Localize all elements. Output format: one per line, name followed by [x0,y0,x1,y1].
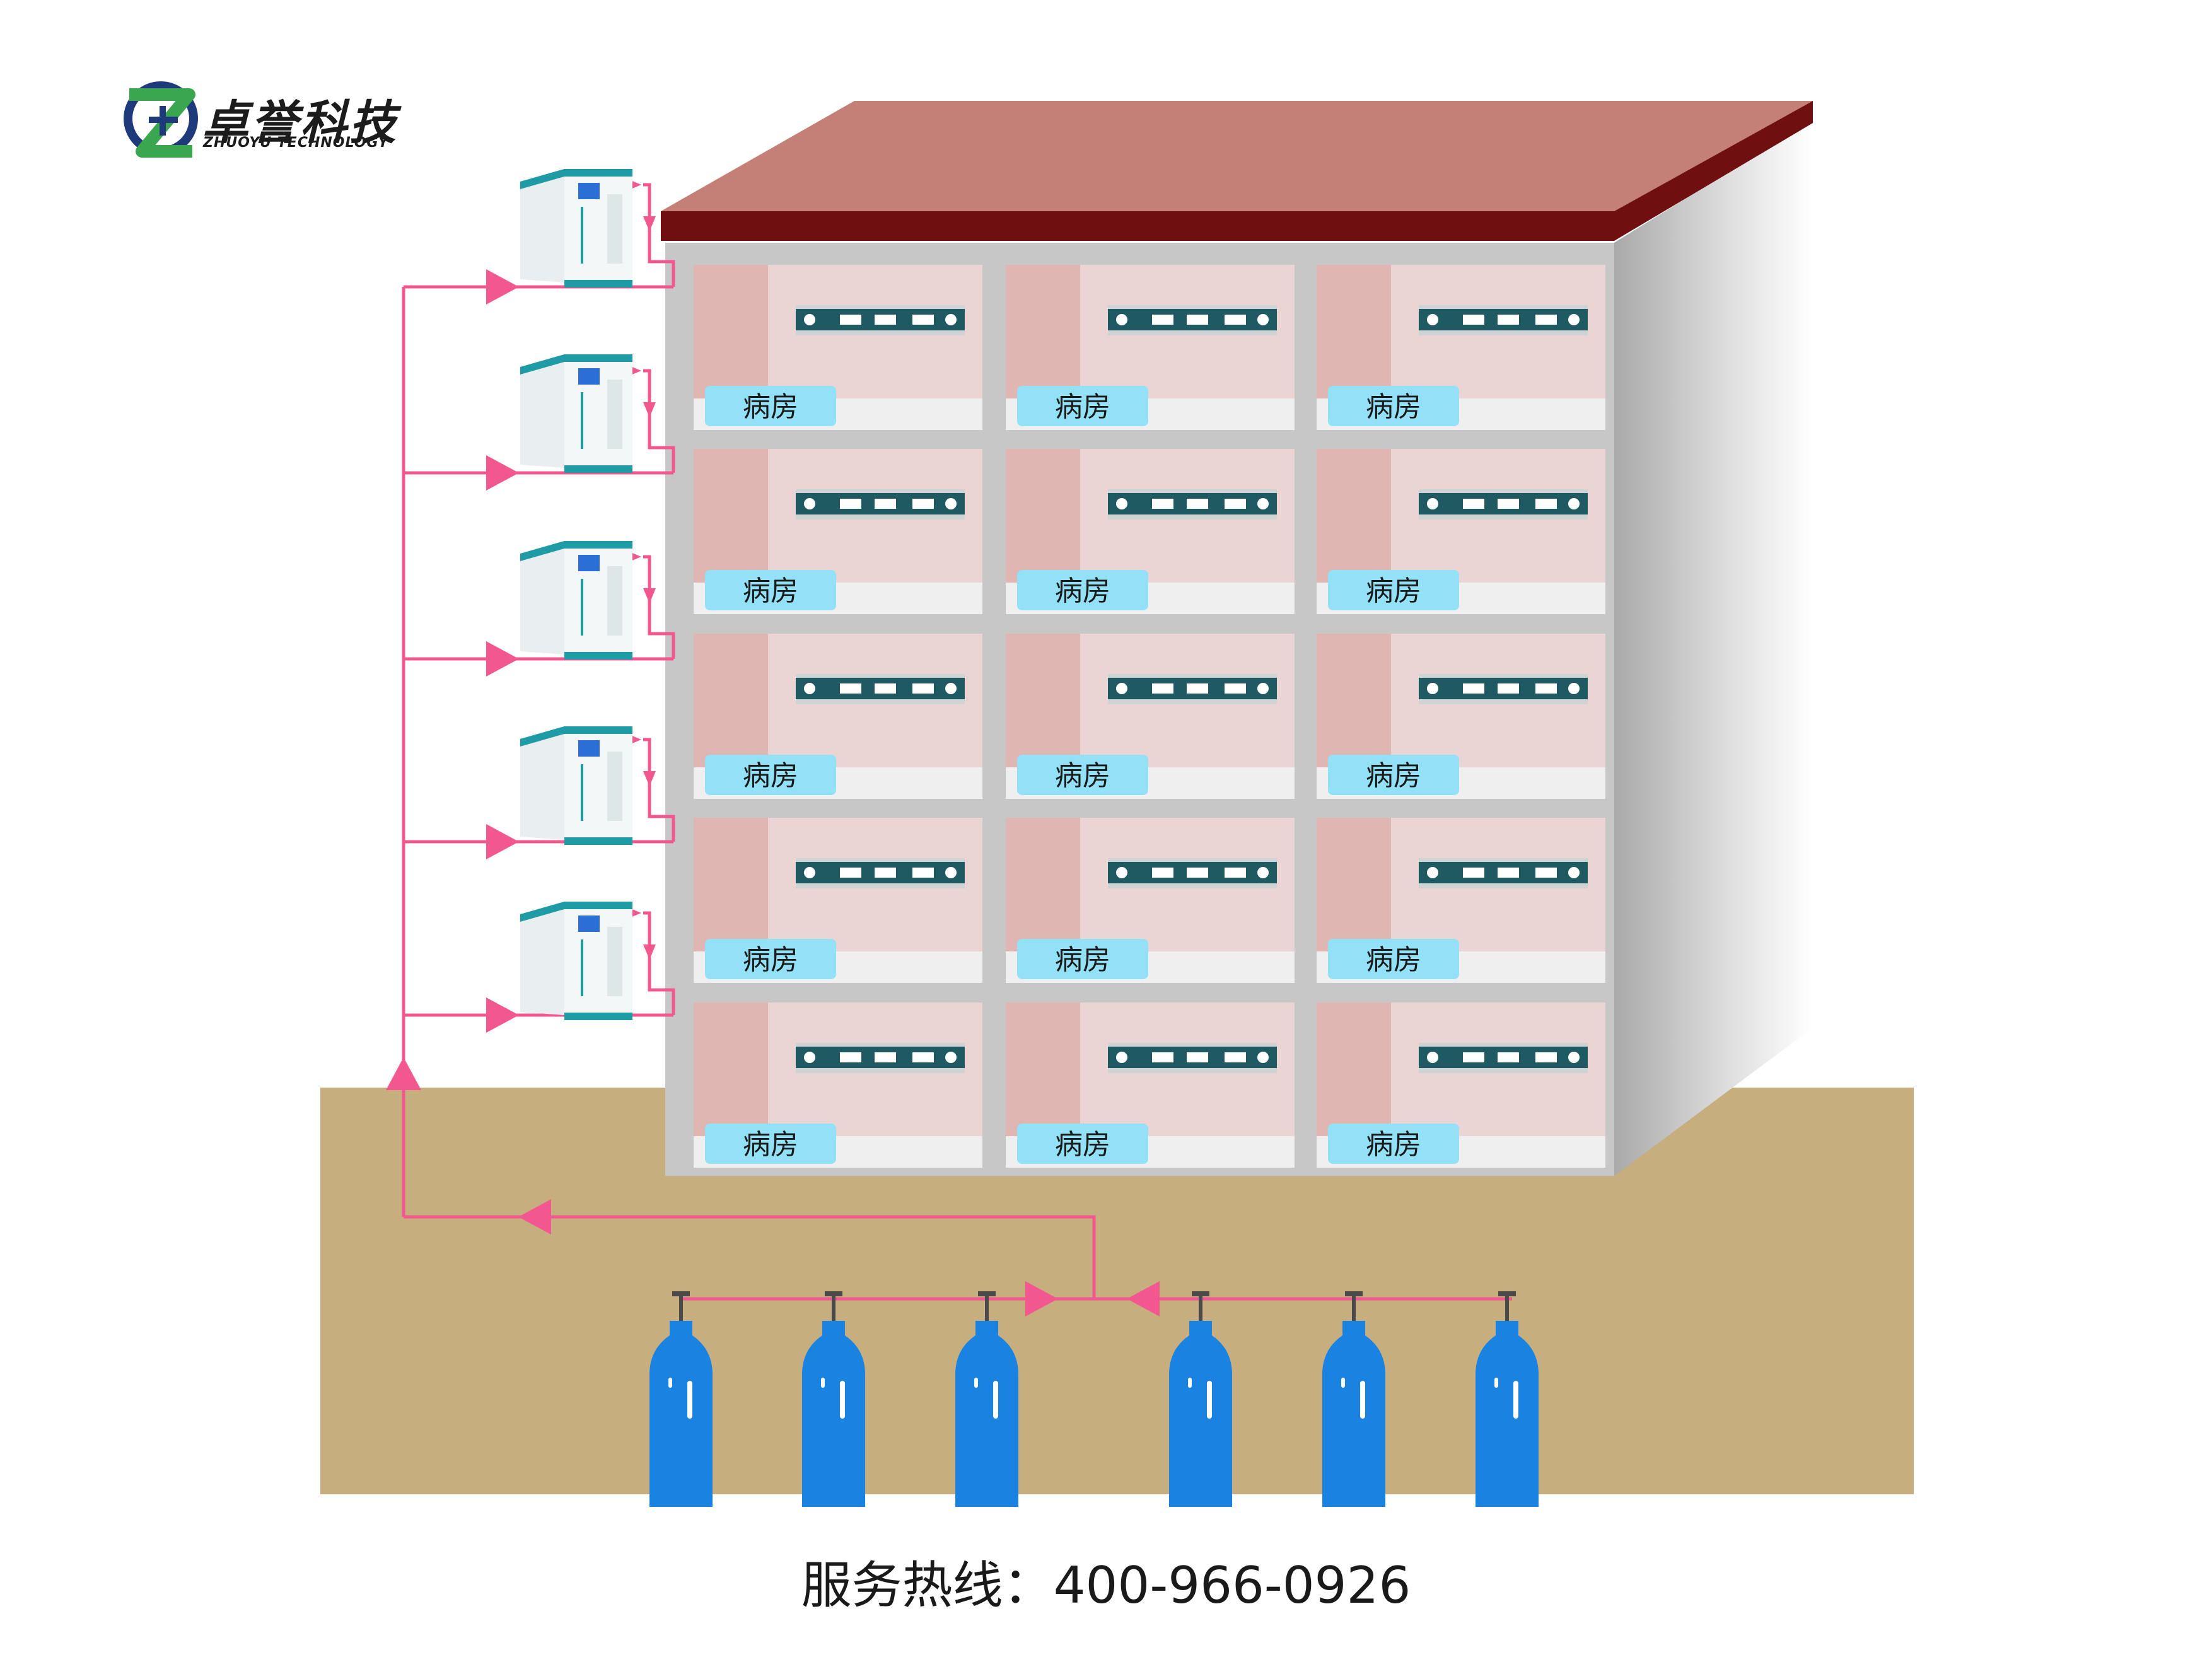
room-label: 病房 [1017,755,1148,795]
ward-room: 病房 [1317,1002,1605,1168]
logo-name: 卓誉科技 [202,96,399,150]
oxygen-cylinder-icon [1322,1291,1385,1507]
ward-room: 病房 [1006,265,1295,430]
oxygen-generator-icon [520,169,632,288]
service-hotline: 服务热线：400-966-0926 [801,1556,1411,1615]
room-label: 病房 [1328,1124,1459,1164]
room-label: 病房 [1328,939,1459,979]
flow-arrow [1127,1281,1160,1316]
bed-head-panel [796,674,965,704]
zhuoyu-logo-icon [124,81,198,158]
oxygen-generator-icon [520,354,632,473]
roof-front-edge [661,211,1614,241]
room-label-text: 病房 [743,760,798,792]
flow-arrow [518,1199,551,1235]
room-label-text: 病房 [1366,1129,1421,1161]
bed-head-panel [1419,858,1588,888]
ward-room: 病房 [1006,1002,1295,1168]
oxygen-cylinder-icon [1169,1291,1232,1507]
flow-arrow [486,455,519,491]
flow-arrow [643,771,656,786]
bed-head-panel [796,489,965,520]
bed-head-panel [796,1043,965,1073]
oxygen-generator-icon [520,541,632,660]
ward-room: 病房 [1006,634,1295,799]
ward-room: 病房 [1006,449,1295,614]
logo-subtitle: ZHUOYU TECHNOLOGY [203,135,389,151]
ward-room: 病房 [694,1002,982,1168]
bed-head-panel [1108,674,1277,704]
room-label-text: 病房 [743,575,798,607]
room-label-text: 病房 [1055,944,1110,976]
flow-arrow [486,997,519,1033]
bed-head-panel [1108,858,1277,888]
flow-arrow [486,269,519,305]
flow-arrow [643,588,656,603]
flow-arrow [486,824,519,859]
room-label: 病房 [705,939,836,979]
ward-room: 病房 [1317,634,1605,799]
bed-head-panel [796,305,965,335]
bed-head-panel [1419,674,1588,704]
oxygen-cylinder-icon [802,1291,865,1507]
cylinder-row [649,1291,1539,1507]
bed-head-panel [1419,1043,1588,1073]
room-label: 病房 [1328,570,1459,610]
flow-arrow [643,216,656,231]
flow-arrows [386,178,1160,1316]
flow-arrow [386,1057,421,1090]
roof-side-edge [1614,101,1813,241]
room-label-text: 病房 [1366,944,1421,976]
room-label: 病房 [1328,755,1459,795]
ward-room: 病房 [1006,818,1295,983]
room-label: 病房 [705,1124,836,1164]
room-label-text: 病房 [743,391,798,423]
room-label-text: 病房 [1366,575,1421,607]
room-label-text: 病房 [743,944,798,976]
room-label: 病房 [705,755,836,795]
building-side-wall [1614,120,1813,1176]
room-label-text: 病房 [743,1129,798,1161]
ward-room: 病房 [1317,818,1605,983]
oxygen-cylinder-icon [1476,1291,1539,1507]
bed-head-panel [1419,305,1588,335]
room-label: 病房 [1017,570,1148,610]
room-label-text: 病房 [1055,391,1110,423]
room-label: 病房 [1017,1124,1148,1164]
bed-head-panel [1108,1043,1277,1073]
ward-room: 病房 [1317,265,1605,430]
roof-top [661,101,1813,211]
room-label: 病房 [1017,939,1148,979]
room-label-text: 病房 [1055,760,1110,792]
bed-head-panel [1419,489,1588,520]
ward-room: 病房 [694,634,982,799]
oxygen-cylinder-icon [649,1291,713,1507]
flow-arrow [1025,1281,1058,1316]
room-label: 病房 [1017,386,1148,426]
flow-arrow [643,402,656,417]
oxygen-generator-icon [520,726,632,845]
bed-head-panel [1108,489,1277,520]
ward-room: 病房 [1317,449,1605,614]
room-grid: 病房病房病房病房病房病房病房病房病房病房病房病房病房病房病房 [694,265,1605,1168]
room-label: 病房 [1328,386,1459,426]
ward-room: 病房 [694,449,982,614]
flow-arrow [643,944,656,960]
generator-column [520,169,632,1020]
bed-head-panel [796,858,965,888]
flow-arrow [486,641,519,677]
room-label-text: 病房 [1366,391,1421,423]
room-label-text: 病房 [1055,1129,1110,1161]
room-label: 病房 [705,386,836,426]
oxygen-generator-icon [520,902,632,1020]
room-label: 病房 [705,570,836,610]
ward-room: 病房 [694,265,982,430]
bed-head-panel [1108,305,1277,335]
oxygen-cylinder-icon [955,1291,1018,1507]
room-label-text: 病房 [1055,575,1110,607]
ward-room: 病房 [694,818,982,983]
room-label-text: 病房 [1366,760,1421,792]
